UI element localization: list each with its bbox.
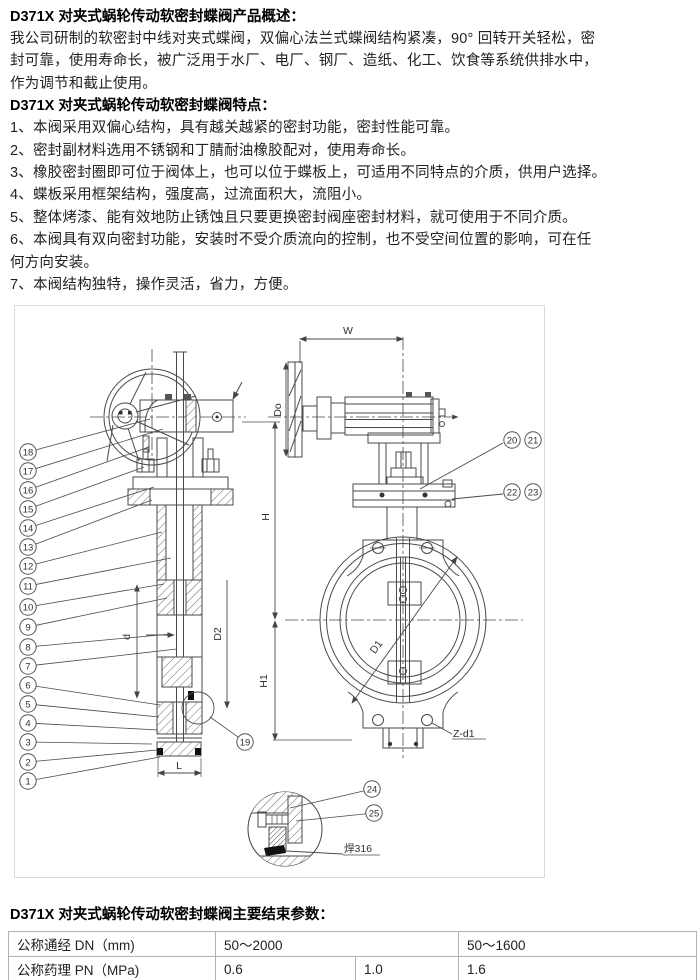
callout-bubble	[19, 577, 37, 596]
dim-zd1: Z-d1	[453, 728, 475, 740]
callout-number: 16	[23, 486, 34, 497]
feature-line: 何方向安装。	[10, 254, 99, 271]
callout-bubble	[19, 714, 37, 733]
callout-number: 9	[25, 623, 30, 634]
callout-bubble	[19, 481, 37, 500]
product-text: D371X 对夹式蜗轮传动软密封蝶阀产品概述： 我公司研制的软密封中线对夹式蝶阀…	[0, 0, 700, 296]
callout-bubble	[524, 431, 542, 450]
callout-bubble	[363, 780, 381, 799]
spec-cell: 1.0	[355, 956, 459, 980]
spec-cell: 50～1600	[458, 931, 697, 958]
top-flange	[132, 476, 229, 490]
handwheel-hub	[111, 402, 139, 430]
callout-number: 10	[23, 603, 34, 614]
callout-bubble	[19, 772, 37, 791]
callout-number: 22	[507, 488, 518, 499]
callout-bubble	[19, 676, 37, 695]
dim-h1: H1	[258, 675, 270, 689]
dim-do: Do	[272, 404, 284, 418]
specs-table: 公称通经 DN（mm) 50～2000 50～1600 公称药理 PN（MPa)…	[8, 931, 697, 980]
callout-number: 23	[528, 488, 539, 499]
feature-line: 5、整体烤漆、能有效地防止锈蚀且只要更换密封阀座密封材料，就可使用于不同介质。	[10, 209, 577, 226]
callout-number: 20	[507, 436, 518, 447]
callout-bubble	[524, 483, 542, 502]
callout-bubble	[19, 519, 37, 538]
callout-bubble	[19, 618, 37, 637]
dim-w: W	[343, 325, 353, 337]
callout-number: 6	[25, 681, 30, 692]
spec-cell: 50～2000	[215, 931, 459, 958]
callout-number: 19	[240, 738, 251, 749]
feature-line: 3、橡胶密封圈即可位于阀体上，也可以位于蝶板上，可适用不同特点的介质，供用户选择…	[10, 165, 607, 182]
callout-bubble	[503, 483, 521, 502]
overview-heading: D371X 对夹式蜗轮传动软密封蝶阀产品概述：	[10, 9, 305, 25]
callout-number: 12	[23, 562, 34, 573]
callout-bubble	[19, 557, 37, 576]
feature-line: 1、本阀采用双偏心结构，具有越关越紧的密封功能，密封性能可靠。	[10, 120, 460, 137]
feature-line: 2、密封副材料选用不锈钢和丁腈耐油橡胶配对，使用寿命长。	[10, 142, 416, 159]
spec-cell: 0.6	[215, 956, 356, 980]
callout-number: 14	[23, 524, 34, 535]
callout-number: 2	[25, 758, 30, 769]
right-front-view	[268, 337, 523, 759]
callout-bubble	[19, 462, 37, 481]
callout-bubble	[19, 500, 37, 519]
mounting-flange	[352, 483, 456, 508]
callout-bubble	[365, 804, 383, 823]
callout-number: 4	[25, 719, 30, 730]
feature-line: 4、蝶板采用框架结构，强度高，过流面积大，流阻小。	[10, 187, 372, 204]
overview-line: 作为调节和截止使用。	[10, 75, 157, 92]
spec-row-label: 公称通经 DN（mm)	[8, 931, 216, 958]
weld-note: 焊316	[344, 843, 372, 855]
callout-bubble	[236, 733, 254, 752]
disc-hub	[161, 656, 193, 688]
callout-bubble	[19, 753, 37, 772]
spec-cell: 1.6	[458, 956, 697, 980]
dim-h: H	[260, 514, 272, 522]
callout-bubble	[503, 431, 521, 450]
bottom-plate	[156, 741, 202, 757]
callout-bubble	[19, 733, 37, 752]
callout-number: 17	[23, 467, 34, 478]
features-heading: D371X 对夹式蜗轮传动软密封蝶阀特点：	[10, 98, 276, 115]
table-row: 公称药理 PN（MPa) 0.6 1.0 1.6	[8, 956, 697, 980]
callout-bubble	[19, 538, 37, 557]
dimensions: W Do H H1 d D2	[121, 325, 504, 856]
callout-number: 18	[23, 448, 34, 459]
callout-number: 21	[528, 436, 539, 447]
callout-number: 3	[25, 738, 30, 749]
spec-row-label: 公称药理 PN（MPa)	[8, 956, 216, 980]
dim-d1: D1	[368, 639, 386, 657]
dim-d2: D2	[212, 628, 224, 642]
left-section-view	[90, 349, 246, 757]
top-lug	[362, 539, 444, 557]
callout-number: 24	[367, 785, 378, 796]
callout-number: 25	[369, 809, 380, 820]
callout-number: 5	[25, 700, 30, 711]
specs-heading: D371X 对夹式蜗轮传动软密封蝶阀主要结束参数：	[10, 907, 334, 924]
valve-drawing-frame: W Do H H1 d D2	[14, 305, 545, 879]
dim-l: L	[176, 760, 182, 772]
callout-bubble	[19, 657, 37, 676]
callout-bubble	[19, 638, 37, 657]
seat-detail-view	[247, 791, 323, 867]
callout-number: 13	[23, 543, 34, 554]
overview-line: 封可靠，使用寿命长，被广泛用于水厂、电厂、钢厂、造纸、化工、饮食等系统供排水中，	[10, 53, 598, 70]
callout-number: 11	[23, 582, 33, 593]
callout-bubble	[19, 695, 37, 714]
callout-number: 15	[23, 505, 34, 516]
valve-technical-drawing: W Do H H1 d D2	[19, 325, 542, 867]
dim-d: d	[121, 634, 133, 640]
feature-line: 7、本阀结构独特，操作灵活，省力，方便。	[10, 277, 298, 294]
worm-actuator	[344, 396, 434, 436]
overview-line: 我公司研制的软密封中线对夹式蝶阀，双偏心法兰式蝶阀结构紧凑，90° 回转开关轻松…	[10, 31, 596, 47]
feature-line: 6、本阀具有双向密封功能，安装时不受介质流向的控制，也不受空间位置的影响，可在任	[10, 232, 592, 249]
callout-number: 8	[25, 643, 30, 654]
callout-number: 1	[25, 777, 30, 788]
table-row: 公称通经 DN（mm) 50～2000 50～1600	[8, 931, 697, 958]
callout-number: 7	[25, 662, 30, 673]
callout-bubble	[19, 443, 37, 462]
callout-bubble	[19, 598, 37, 617]
